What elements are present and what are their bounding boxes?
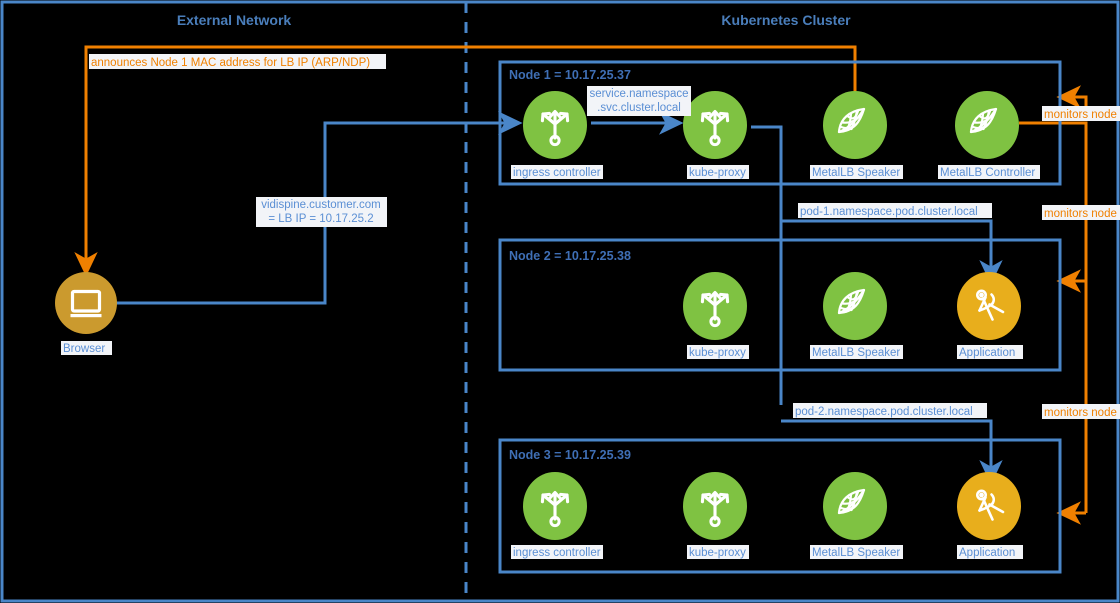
label-plate — [687, 345, 749, 359]
label-plate — [810, 165, 903, 179]
node-1-box — [498, 60, 1062, 186]
label-plate — [687, 545, 749, 559]
component-node-1-metallb-controller[interactable]: MetalLB Controller — [938, 91, 1040, 179]
monitors-node-3-label: monitors node — [1042, 404, 1120, 419]
component-label: Application — [959, 347, 1015, 359]
label-plate — [511, 165, 603, 179]
browser-label: Browser — [63, 343, 105, 355]
component-node-3-metallb-speaker[interactable]: MetalLB Speaker — [810, 472, 903, 559]
component-label: MetalLB Speaker — [812, 167, 900, 179]
node-3-title: Node 3 = 10.17.25.39 — [509, 448, 631, 462]
external-network-title: External Network — [177, 12, 292, 28]
label-plate — [938, 165, 1040, 179]
label-plate — [89, 54, 386, 69]
edge-pod1-branch — [781, 219, 1003, 285]
pod2-fqdn-text: pod-2.namespace.pod.cluster.local — [795, 406, 973, 418]
component-node-3-ingress-controller[interactable]: ingress controller — [511, 472, 603, 559]
component-label: Application — [959, 547, 1015, 559]
component-label: kube-proxy — [689, 547, 746, 559]
label-plate — [61, 341, 112, 355]
lb-ip-line-1: vidispine.customer.com — [261, 199, 381, 211]
label-plate — [810, 345, 903, 359]
label-plate — [687, 165, 749, 179]
component-node-1-ingress-controller[interactable]: ingress controller — [511, 91, 603, 179]
label-plate — [511, 545, 603, 559]
component-node-3-kube-proxy[interactable]: kube-proxy — [683, 472, 749, 559]
arp-announce-label: announces Node 1 MAC address for LB IP (… — [89, 54, 386, 69]
component-label: ingress controller — [513, 547, 601, 559]
label-plate — [1042, 106, 1120, 121]
label-plate — [1042, 205, 1120, 220]
label-plate — [1042, 404, 1120, 419]
label-plate — [798, 203, 992, 218]
node-2-title: Node 2 = 10.17.25.38 — [509, 249, 631, 263]
edge-kubeproxy-trunk — [751, 125, 783, 405]
lb-ip-line-2: = LB IP = 10.17.25.2 — [268, 213, 373, 225]
label-plate — [810, 545, 903, 559]
pod1-fqdn-text: pod-1.namespace.pod.cluster.local — [800, 206, 978, 218]
browser-icon-bg — [55, 272, 117, 334]
edge-pod2-branch — [781, 419, 1003, 485]
edge-speaker-arp-to-browser — [74, 45, 857, 277]
monitors-node-2-text: monitors node — [1044, 208, 1117, 220]
component-label: MetalLB Speaker — [812, 547, 900, 559]
component-node-3-application[interactable]: Application — [957, 472, 1023, 559]
service-fqdn-label: service.namespace .svc.cluster.local — [587, 86, 691, 116]
node-2-box — [498, 238, 1062, 372]
label-plate — [957, 345, 1023, 359]
component-node-2-application[interactable]: Application — [957, 272, 1023, 359]
monitors-node-3-text: monitors node — [1044, 407, 1117, 419]
component-node-1-metallb-speaker[interactable]: MetalLB Speaker — [810, 91, 903, 179]
service-fqdn-line-1: service.namespace — [589, 88, 688, 100]
edge-controller-monitor-rail — [1019, 121, 1088, 513]
component-node-2-metallb-speaker[interactable]: MetalLB Speaker — [810, 272, 903, 359]
browser-node[interactable]: Browser — [55, 272, 117, 355]
component-label: kube-proxy — [689, 167, 746, 179]
service-fqdn-line-2: .svc.cluster.local — [597, 102, 681, 114]
component-node-1-kube-proxy[interactable]: kube-proxy — [683, 91, 749, 179]
pod2-fqdn-label: pod-2.namespace.pod.cluster.local — [793, 403, 987, 418]
node-3-box — [498, 438, 1062, 574]
label-plate — [256, 197, 387, 227]
component-label: ingress controller — [513, 167, 601, 179]
monitors-node-1-text: monitors node — [1044, 109, 1117, 121]
lb-ip-label: vidispine.customer.com = LB IP = 10.17.2… — [256, 197, 387, 227]
pod1-fqdn-label: pod-1.namespace.pod.cluster.local — [798, 203, 992, 218]
label-plate — [793, 403, 987, 418]
node-1-title: Node 1 = 10.17.25.37 — [509, 68, 631, 82]
label-plate — [587, 86, 691, 116]
monitors-node-2-label: monitors node — [1042, 205, 1120, 220]
monitors-node-1-label: monitors node — [1042, 106, 1120, 121]
component-label: MetalLB Speaker — [812, 347, 900, 359]
component-node-2-kube-proxy[interactable]: kube-proxy — [683, 272, 749, 359]
label-plate — [957, 545, 1023, 559]
component-label: kube-proxy — [689, 347, 746, 359]
component-label: MetalLB Controller — [940, 167, 1035, 179]
kubernetes-cluster-title: Kubernetes Cluster — [721, 12, 851, 28]
arp-announce-text: announces Node 1 MAC address for LB IP (… — [91, 57, 370, 69]
